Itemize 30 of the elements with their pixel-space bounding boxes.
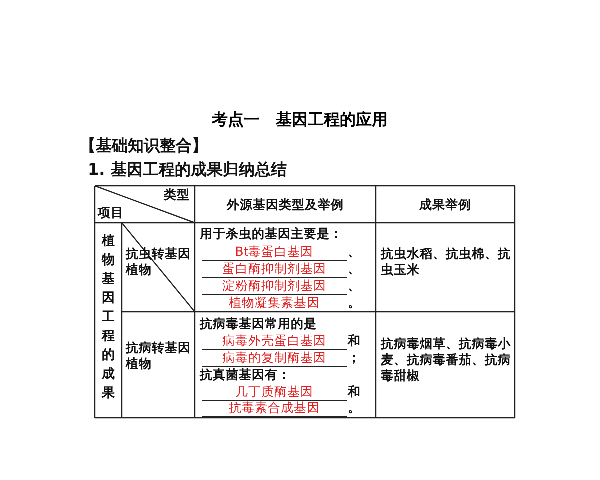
fill-in-answer: 病毒的复制酶基因 [202, 350, 347, 367]
cell-text: 抗真菌基因有： [200, 367, 291, 383]
row-header: 植物基因工程的成果 [102, 233, 115, 403]
punctuation: 、 [348, 278, 361, 294]
cell-text: 抗虫水稻、抗虫棉、抗虫玉米 [381, 246, 511, 278]
fill-in-answer: 几丁质酶基因 [202, 384, 347, 401]
fill-in-answer: 病毒外壳蛋白基因 [202, 333, 347, 350]
section-heading: 【基础知识整合】 [80, 136, 208, 156]
heading: 考点一 基因工程的应用 [210, 110, 389, 131]
row-header: 抗病转基因植物 [126, 340, 192, 372]
punctuation: 。 [348, 295, 361, 311]
cell-text: 抗病毒基因常用的是 [200, 316, 317, 332]
punctuation: 。 [348, 400, 361, 416]
fill-in-answer: 淀粉酶抑制剂基因 [202, 278, 347, 295]
column-header: 类型 [163, 187, 190, 203]
subheading: 1. 基因工程的成果归纳总结 [88, 160, 287, 180]
fill-in-answer: 蛋白酶抑制剂基因 [202, 261, 347, 278]
fill-in-answer: 抗毒素合成基因 [202, 400, 347, 417]
column-header: 外源基因类型及举例 [226, 197, 345, 213]
punctuation: 、 [348, 244, 361, 260]
cell-text: 抗病毒烟草、抗病毒小麦、抗病毒番茄、抗病毒甜椒 [381, 336, 511, 384]
punctuation: 和 [348, 384, 361, 400]
row-header: 项目 [98, 205, 124, 221]
column-header: 成果举例 [418, 197, 472, 213]
fill-in-answer: Bt毒蛋白基因 [202, 244, 347, 261]
punctuation: ； [348, 350, 361, 366]
fill-in-answer: 植物凝集素基因 [202, 295, 347, 312]
punctuation: 、 [348, 261, 361, 277]
punctuation: 和 [348, 333, 361, 349]
cell-text: 用于杀虫的基因主要是： [200, 226, 343, 242]
